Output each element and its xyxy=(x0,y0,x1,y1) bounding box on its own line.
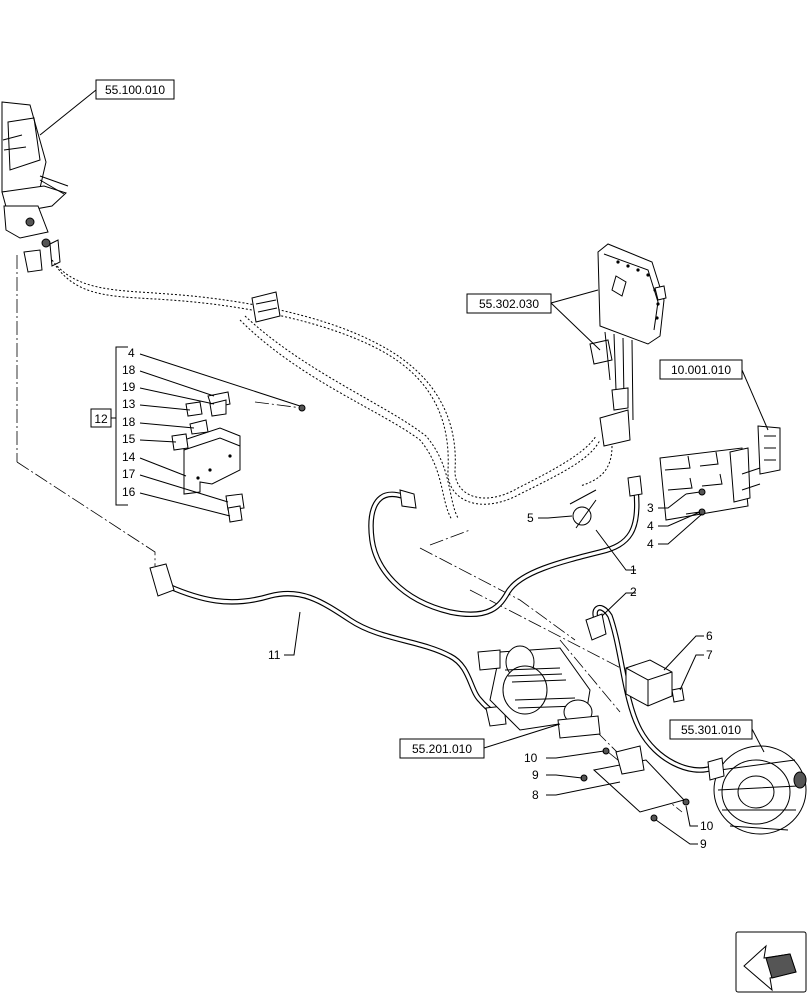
kit-item-labels: 4 18 19 13 18 15 14 17 16 xyxy=(122,346,301,517)
svg-text:55.302.030: 55.302.030 xyxy=(479,297,539,311)
kit-item-19: 19 xyxy=(122,380,136,394)
ref-box-engine[interactable]: 10.001.010 xyxy=(659,359,743,380)
ref-box-cab[interactable]: 55.100.010 xyxy=(95,79,175,100)
cable-11 xyxy=(149,563,507,727)
mounting-bracket-14 xyxy=(183,427,241,495)
kit-item-14: 14 xyxy=(122,450,136,464)
callout-4a: 4 xyxy=(647,519,654,533)
kit-item-15: 15 xyxy=(122,432,136,446)
ref-box-ecu[interactable]: 55.302.030 xyxy=(466,293,552,314)
svg-text:10.001.010: 10.001.010 xyxy=(671,363,731,377)
svg-text:55.301.010: 55.301.010 xyxy=(681,723,741,737)
relay-6 xyxy=(625,659,685,707)
svg-text:55.100.010: 55.100.010 xyxy=(105,83,165,97)
next-page-arrow-icon[interactable] xyxy=(735,931,807,993)
ref-box-starter[interactable]: 55.201.010 xyxy=(399,738,485,759)
starter-motor xyxy=(477,645,601,739)
callout-6: 6 xyxy=(706,629,713,643)
clips-and-fasteners xyxy=(171,391,306,523)
callout-8: 8 xyxy=(532,788,539,802)
callouts: 1 2 3 4 4 5 6 7 8 9 10 10 9 11 xyxy=(268,493,714,851)
svg-text:55.201.010: 55.201.010 xyxy=(412,742,472,756)
kit-bracket: 12 xyxy=(90,346,128,506)
kit-item-16: 16 xyxy=(122,485,136,499)
ecu-module xyxy=(589,243,667,447)
kit-item-13: 13 xyxy=(122,397,136,411)
callout-9a: 9 xyxy=(532,768,539,782)
alternator xyxy=(707,745,807,835)
engine-bracket xyxy=(659,425,781,521)
ref-box-alternator[interactable]: 55.301.010 xyxy=(669,719,753,740)
callout-4b: 4 xyxy=(647,537,654,551)
callout-7: 7 xyxy=(706,648,713,662)
callout-10b: 10 xyxy=(700,819,714,833)
battery-cable-1 xyxy=(368,475,643,618)
kit-label: 12 xyxy=(94,412,108,426)
callout-2: 2 xyxy=(630,585,637,599)
kit-item-17: 17 xyxy=(122,467,136,481)
kit-item-18b: 18 xyxy=(122,415,136,429)
callout-10a: 10 xyxy=(524,751,538,765)
callout-11: 11 xyxy=(268,648,281,662)
callout-9b: 9 xyxy=(700,837,707,851)
screws-3-4 xyxy=(685,488,706,516)
cab-controller-assembly xyxy=(1,101,69,273)
kit-item-18: 18 xyxy=(122,363,136,377)
grommet-5 xyxy=(569,489,597,529)
kit-item-4: 4 xyxy=(128,346,135,360)
callout-3: 3 xyxy=(647,501,654,515)
callout-5: 5 xyxy=(527,511,534,525)
bracket-8 xyxy=(580,745,690,822)
wiring-harness-routing xyxy=(51,259,613,521)
